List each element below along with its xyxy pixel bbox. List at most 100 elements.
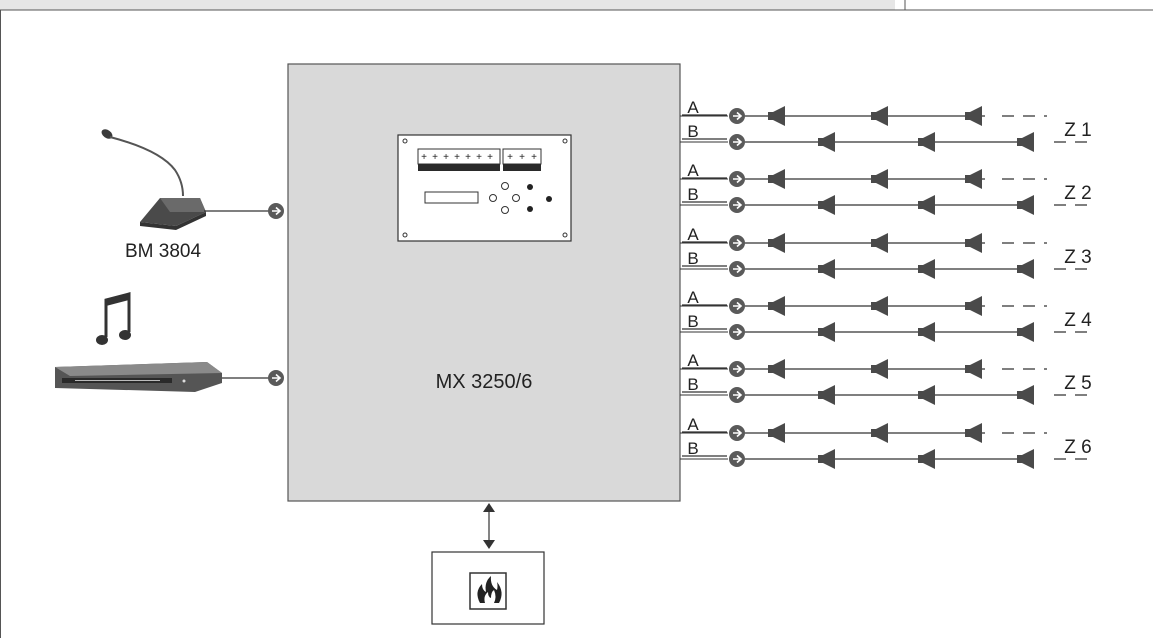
speaker-icon [818, 132, 835, 152]
speaker-icon [818, 322, 835, 342]
speaker-icon [918, 259, 935, 279]
panel-button [501, 206, 509, 214]
zone-group: AB Z 4 [680, 288, 1095, 342]
zone-label: Z 4 [1064, 310, 1092, 331]
speaker-icon [818, 259, 835, 279]
line-a-label: A [687, 288, 699, 307]
line-b-label: B [687, 185, 698, 204]
line-a-label: A [687, 98, 699, 117]
speaker-icon [768, 359, 785, 379]
speaker-icon [818, 449, 835, 469]
zone-label: Z 5 [1064, 373, 1091, 394]
terminal-plus-sign: + [421, 152, 427, 163]
speaker-icon [1017, 259, 1034, 279]
speaker-icon [965, 296, 982, 316]
speaker-icon [768, 296, 785, 316]
line-a-label: A [687, 161, 699, 180]
speaker-icon [1017, 322, 1034, 342]
line-a-label: A [687, 351, 699, 370]
connection-arrow-icon [729, 171, 745, 187]
speaker-icon [871, 169, 888, 189]
speaker-icon [965, 106, 982, 126]
zone-group: AB Z 5 [680, 351, 1095, 405]
speaker-icon [871, 296, 888, 316]
speaker-icon [871, 233, 888, 253]
line-b-label: B [687, 122, 698, 141]
zone-label: Z 3 [1064, 247, 1091, 268]
speaker-icon [965, 233, 982, 253]
connection-arrow-icon [729, 361, 745, 377]
terminal-plus-sign: + [507, 152, 513, 163]
speaker-icon [965, 423, 982, 443]
line-b-label: B [687, 249, 698, 268]
panel-button [512, 194, 520, 202]
zone-label: Z 2 [1064, 183, 1091, 204]
connection-arrow-icon [729, 235, 745, 251]
cd-player-icon [55, 362, 222, 392]
speaker-icon [768, 233, 785, 253]
connection-arrow-icon [729, 261, 745, 277]
connection-arrow-icon [729, 324, 745, 340]
speaker-icon [1017, 195, 1034, 215]
speaker-icon [918, 132, 935, 152]
terminal-plus-sign: + [519, 152, 525, 163]
panel-display [424, 191, 479, 204]
speaker-icon [965, 359, 982, 379]
microphone-icon [101, 129, 206, 230]
terminal-plus-sign: + [443, 152, 449, 163]
speaker-icon [965, 169, 982, 189]
line-b-label: B [687, 375, 698, 394]
main-unit-label: MX 3250/6 [436, 371, 533, 393]
line-a-label: A [687, 415, 699, 434]
line-a-label: A [687, 225, 699, 244]
terminal-plus-sign: + [476, 152, 482, 163]
zone-group: AB Z 3 [680, 225, 1095, 279]
connection-arrow-icon [268, 370, 284, 386]
panel-button [489, 194, 497, 202]
zone-group: AB Z 6 [680, 415, 1095, 469]
speaker-icon [918, 322, 935, 342]
speaker-icon [768, 423, 785, 443]
connection-arrow-icon [268, 203, 284, 219]
speaker-icon [871, 359, 888, 379]
line-b-label: B [687, 439, 698, 458]
terminal-plus-sign: + [454, 152, 460, 163]
speaker-icon [1017, 449, 1034, 469]
connection-arrow-icon [729, 387, 745, 403]
zone-group: AB Z 2 [680, 161, 1095, 215]
terminal-plus-sign: + [487, 152, 493, 163]
speaker-icon [918, 449, 935, 469]
connection-arrow-icon [729, 298, 745, 314]
connection-arrow-icon [729, 134, 745, 150]
speaker-icon [1017, 385, 1034, 405]
speaker-icon [871, 106, 888, 126]
connection-arrow-icon [729, 425, 745, 441]
speaker-icon [818, 385, 835, 405]
terminal-plus-sign: + [465, 152, 471, 163]
main-unit-box [287, 63, 681, 502]
speaker-icon [768, 169, 785, 189]
zone-label: Z 6 [1064, 437, 1091, 458]
connection-arrow-icon [729, 451, 745, 467]
panel-led [527, 184, 533, 190]
microphone-label: BM 3804 [125, 241, 201, 262]
speaker-icon [918, 195, 935, 215]
speaker-icon [818, 195, 835, 215]
terminal-plus-sign: + [432, 152, 438, 163]
fire-icon [469, 572, 507, 610]
line-b-label: B [687, 312, 698, 331]
connection-arrow-icon [729, 197, 745, 213]
speaker-icon [871, 423, 888, 443]
connection-arrow-icon [729, 108, 745, 124]
panel-button [501, 182, 509, 190]
speaker-icon [1017, 132, 1034, 152]
speaker-icon [768, 106, 785, 126]
panel-led [546, 196, 552, 202]
speaker-icon [918, 385, 935, 405]
front-panel: +++++++ +++ [397, 134, 572, 242]
